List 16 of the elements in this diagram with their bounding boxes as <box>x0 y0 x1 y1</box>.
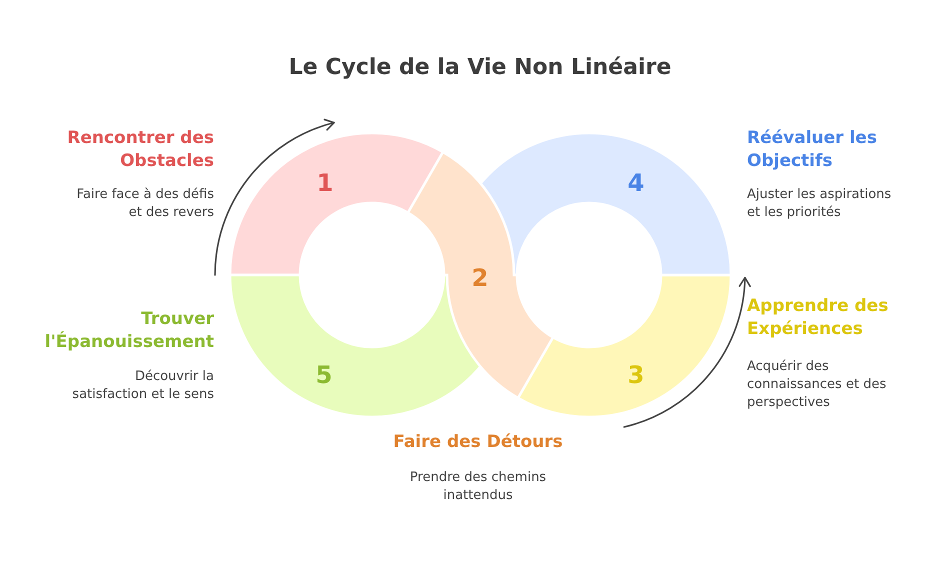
step-heading: Trouver l'Épanouissement <box>44 308 214 354</box>
step-description: Ajuster les aspirations et les priorités <box>747 186 892 222</box>
step-number: 5 <box>316 361 332 389</box>
step-description: Découvrir la satisfaction et le sens <box>71 368 214 404</box>
step-description: Faire face à des défis et des revers <box>76 186 214 222</box>
step-heading: Rencontrer des Obstacles <box>66 127 214 173</box>
step-description: Prendre des chemins inattendus <box>409 469 547 505</box>
step-heading: Faire des Détours <box>392 431 564 454</box>
step-number: 4 <box>628 169 644 197</box>
step-number: 2 <box>472 264 488 292</box>
diagram-title: Le Cycle de la Vie Non Linéaire <box>288 54 672 82</box>
step-number: 3 <box>628 361 644 389</box>
step-number: 1 <box>316 169 334 197</box>
step-heading: Apprendre des Expériences <box>747 295 890 341</box>
step-heading: Réévaluer les Objectifs <box>747 127 878 173</box>
step-description: Acquérir des connaissances et des perspectives <box>747 358 888 412</box>
